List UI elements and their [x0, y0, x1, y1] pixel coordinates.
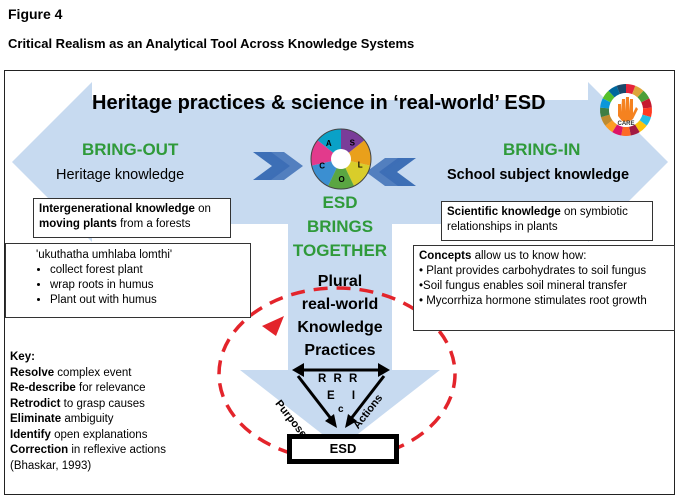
figure-label: Figure 4 [8, 6, 63, 22]
key-item: Retrodict to grasp causes [10, 397, 166, 413]
care-ring-segment [616, 84, 626, 95]
key-title: Key: [10, 351, 35, 363]
plural-line: Practices [304, 342, 376, 359]
care-ring-segment [608, 85, 620, 98]
key-item: Resolve complex event [10, 366, 166, 382]
care-ring-segment [632, 85, 644, 98]
key-desc: in reflexive actions [68, 444, 166, 456]
esd-line: ESD [322, 193, 358, 212]
bring-in-title: BRING-IN [503, 140, 581, 159]
care-ring-segment [641, 98, 652, 109]
list-item: Plant out with humus [50, 293, 244, 308]
list-item: •Soil fungus enables soil mineral transf… [419, 280, 627, 292]
right-chevrons-icon [366, 158, 416, 186]
key-item: Identify open explanations [10, 428, 166, 444]
heritage-practice-list: collect forest plant wrap roots in humus… [36, 263, 244, 308]
care-ring-segment [600, 114, 613, 126]
key-citation: (Bhaskar, 1993) [10, 459, 92, 472]
main-heading: Heritage practices & science in ‘real-wo… [92, 92, 546, 114]
care-ring-segment [642, 107, 652, 118]
key-item: Re-describe for relevance [10, 381, 166, 397]
esd-brings-together: ESD BRINGS TOGETHER [270, 191, 410, 263]
plural-practices: Plural real-world Knowledge Practices [270, 270, 410, 362]
key-desc: ambiguity [61, 413, 114, 425]
list-item: • Plant provides carbohydrates to soil f… [419, 265, 647, 277]
care-ring-segment [634, 120, 647, 133]
care-logo-text: CARE [617, 121, 634, 127]
moving-plants-rest: from a forests [116, 218, 191, 230]
heritage-knowledge-subtitle: Heritage knowledge [56, 167, 185, 183]
esd-line: BRINGS [306, 217, 374, 236]
downward-arrow [240, 224, 440, 448]
list-item: • Mycorrhiza hormone stimulates root gro… [419, 295, 647, 307]
concepts-box: Concepts allow us to know how: • Plant p… [413, 245, 675, 331]
esd-line: TOGETHER [292, 241, 388, 260]
ellipse-arrowhead [262, 316, 284, 336]
intergenerational-bold: Intergenerational knowledge [39, 203, 195, 215]
key-term: Correction [10, 444, 69, 456]
care-logo: CARE [600, 84, 652, 136]
care-ring-segment [621, 126, 631, 136]
list-item: wrap roots in humus [50, 278, 244, 293]
care-ring-segment [600, 98, 611, 109]
plural-line: Knowledge [297, 319, 383, 336]
plural-line: Plural [317, 273, 363, 290]
scientific-bold: Scientific knowledge [447, 206, 561, 218]
key-item: Correction in reflexive actions [10, 443, 166, 459]
heritage-practice-title: 'ukuthatha umhlaba lomthi' [36, 249, 173, 261]
left-chevrons-icon [253, 152, 303, 180]
wheel-center [331, 149, 351, 169]
wheel-letter: A [326, 139, 332, 148]
key-desc: for relevance [75, 382, 146, 394]
key-term: Re-describe [10, 382, 76, 394]
concepts-bold: Concepts [419, 250, 472, 262]
wheel-letter: S [350, 138, 356, 147]
plural-line: real-world [301, 296, 379, 313]
care-hand-icon [618, 97, 638, 122]
care-ring-segment [629, 124, 640, 136]
care-ring-segment [626, 84, 636, 95]
school-subject-subtitle: School subject knowledge [447, 167, 630, 183]
key-term: Retrodict [10, 397, 61, 410]
moving-plants-bold: moving plants [39, 218, 117, 230]
triangle-mid-letters: E I [327, 390, 363, 402]
key-term: Resolve [10, 366, 55, 379]
wheel-outline [310, 128, 372, 190]
intergenerational-rest: on [194, 203, 211, 215]
wheel-letter: L [358, 161, 363, 170]
triangle-top-letters: R R R [318, 373, 360, 385]
care-ring-segment [637, 90, 650, 103]
key-term: Eliminate [10, 413, 62, 425]
key-term: Identify [10, 428, 51, 441]
care-ring-segment [639, 114, 652, 126]
key-desc: complex event [54, 366, 132, 379]
concepts-rest: allow us to know how: [471, 250, 587, 262]
key-item: Eliminate ambiguity [10, 412, 166, 428]
list-item: collect forest plant [50, 263, 244, 278]
care-ring-segment [612, 124, 623, 136]
esd-box: ESD [287, 434, 399, 464]
intergenerational-box: Intergenerational knowledge on moving pl… [33, 198, 231, 238]
triangle-bottom-letter: c [338, 404, 344, 415]
rreic-triangle [292, 363, 390, 428]
bring-out-title: BRING-OUT [82, 140, 179, 159]
key-desc: to grasp causes [60, 397, 145, 410]
wheel-letter: C [319, 162, 325, 171]
wheel-segment [327, 159, 355, 189]
wheel-letter: O [338, 175, 344, 184]
care-ring-segment [600, 107, 610, 118]
knowledge-wheel-icon: S L O C A [310, 128, 372, 190]
heritage-practice-box: 'ukuthatha umhlaba lomthi' collect fores… [5, 243, 251, 318]
scientific-rest: on symbiotic relationships in plants [447, 206, 628, 233]
scientific-knowledge-box: Scientific knowledge on symbiotic relati… [441, 201, 653, 241]
key-legend: Key: Resolve complex event Re-describe f… [10, 350, 166, 474]
care-ring-segment [602, 90, 615, 103]
care-ring-segment [605, 120, 618, 133]
figure-title: Critical Realism as an Analytical Tool A… [8, 36, 415, 51]
key-desc: open explanations [50, 428, 148, 441]
